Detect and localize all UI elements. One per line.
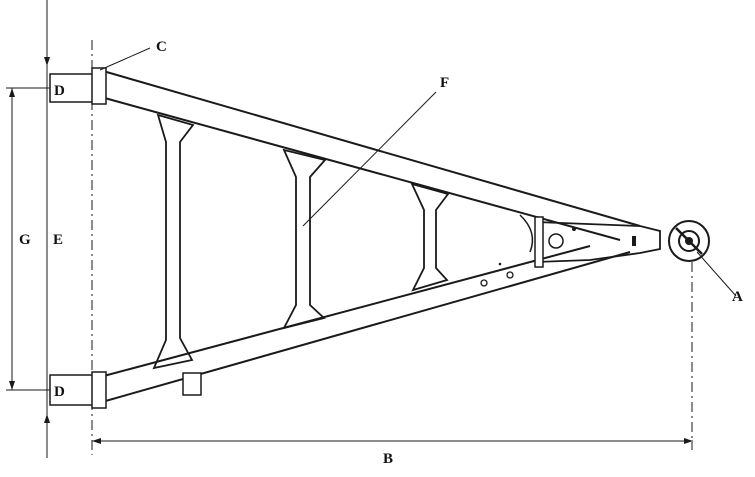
end-arm [535, 221, 661, 263]
b-arrow-right [684, 438, 693, 444]
label-g: G [19, 232, 31, 248]
ball-joint-axis [675, 227, 703, 255]
label-d-top: D [54, 83, 65, 99]
label-d-bottom: D [54, 384, 65, 400]
lower-tube-hole [480, 279, 488, 287]
label-a: A [732, 289, 743, 305]
upper-tube-edge [102, 70, 641, 227]
label-e: E [53, 232, 63, 248]
cross-brace-2 [282, 148, 327, 330]
lower-tube-dot [498, 262, 502, 266]
cross-brace-4 [519, 214, 534, 253]
ball-joint-inner [678, 230, 700, 252]
e-arrow-top [44, 57, 50, 66]
lower-tube-edge [101, 251, 631, 403]
e-arrow-bottom [44, 414, 50, 423]
pivot-bush-bottom [49, 374, 99, 406]
lower-tube-hole [506, 271, 514, 279]
bottom-tab [182, 372, 202, 396]
lower-tube-edge [99, 245, 591, 378]
clamp-plate [534, 216, 544, 268]
cross-brace-1 [152, 113, 195, 370]
leader-a [696, 251, 737, 297]
cross-brace-3 [410, 182, 450, 292]
label-f: F [440, 75, 449, 91]
label-c: C [156, 39, 167, 55]
b-arrow-left [92, 438, 101, 444]
g-arrow-top [9, 88, 15, 97]
bolt-hole-large [548, 233, 564, 249]
pivot-end-top [91, 67, 107, 105]
pivot-bush-top [49, 73, 99, 103]
small-hole [572, 227, 576, 231]
g-arrow-bottom [9, 381, 15, 390]
pivot-end-bottom [91, 371, 107, 409]
leader-f [302, 91, 437, 227]
label-b: B [383, 451, 393, 467]
leader-c [99, 47, 151, 71]
arm-slot [632, 236, 636, 246]
